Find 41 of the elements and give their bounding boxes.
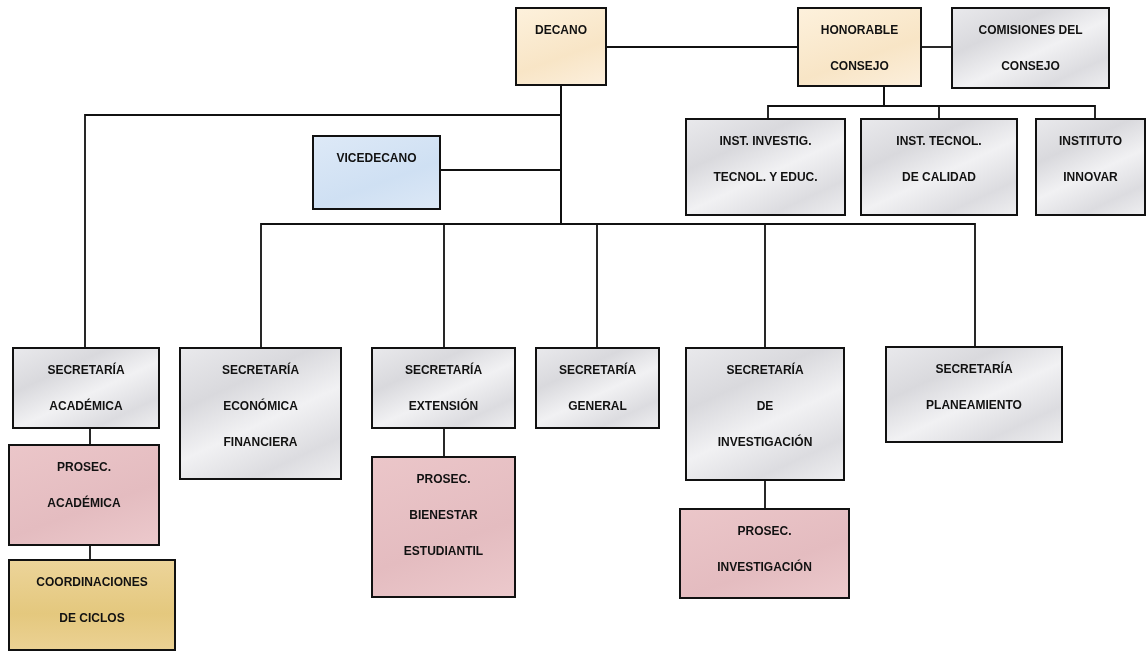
org-box	[371, 456, 516, 598]
org-box	[8, 559, 176, 651]
org-box	[679, 508, 850, 599]
box-label: SECRETARÍA ACADÉMICA	[46, 361, 126, 415]
box-label: VICEDECANO	[335, 150, 418, 167]
org-box	[8, 444, 160, 546]
box-label: INST. TECNOL. DE CALIDAD	[895, 133, 983, 186]
org-box	[535, 347, 660, 429]
org-box	[515, 7, 607, 86]
box-label: INSTITUTO INNOVAR	[1057, 133, 1124, 186]
box-label: DECANO	[534, 22, 588, 39]
box-label: COORDINACIONES DE CICLOS	[35, 574, 149, 627]
box-label: PROSEC. INVESTIGACIÓN	[716, 523, 813, 576]
box-label: HONORABLE CONSEJO	[819, 22, 900, 75]
org-box	[797, 7, 922, 87]
connector-line	[921, 46, 952, 48]
org-box	[1035, 118, 1146, 216]
connector-line	[89, 428, 91, 445]
box-label: PROSEC. ACADÉMICA	[46, 459, 122, 512]
box-label: SECRETARÍA GENERAL	[557, 361, 638, 415]
org-box	[371, 347, 516, 429]
box-label: PROSEC. BIENESTAR ESTUDIANTIL	[402, 471, 485, 560]
org-box	[685, 118, 846, 216]
connector-line	[89, 545, 91, 560]
connector-line	[764, 480, 766, 509]
box-label: SECRETARÍA EXTENSIÓN	[403, 361, 484, 415]
org-box	[12, 347, 160, 429]
connector-line	[606, 46, 798, 48]
org-box	[951, 7, 1110, 89]
box-label: SECRETARÍA PLANEAMIENTO	[925, 360, 1023, 414]
box-label: SECRETARÍA DE INVESTIGACIÓN	[717, 361, 813, 451]
org-box	[860, 118, 1018, 216]
box-label: SECRETARÍA ECONÓMICA FINANCIERA	[220, 361, 301, 451]
org-box	[885, 346, 1063, 443]
connector-line	[883, 86, 1096, 119]
box-label: INST. INVESTIG. TECNOL. Y EDUC.	[712, 133, 819, 186]
box-label: COMISIONES DEL CONSEJO	[977, 22, 1084, 75]
org-box	[179, 347, 342, 480]
org-box	[312, 135, 441, 210]
connector-line	[443, 428, 445, 457]
org-box	[685, 347, 845, 481]
